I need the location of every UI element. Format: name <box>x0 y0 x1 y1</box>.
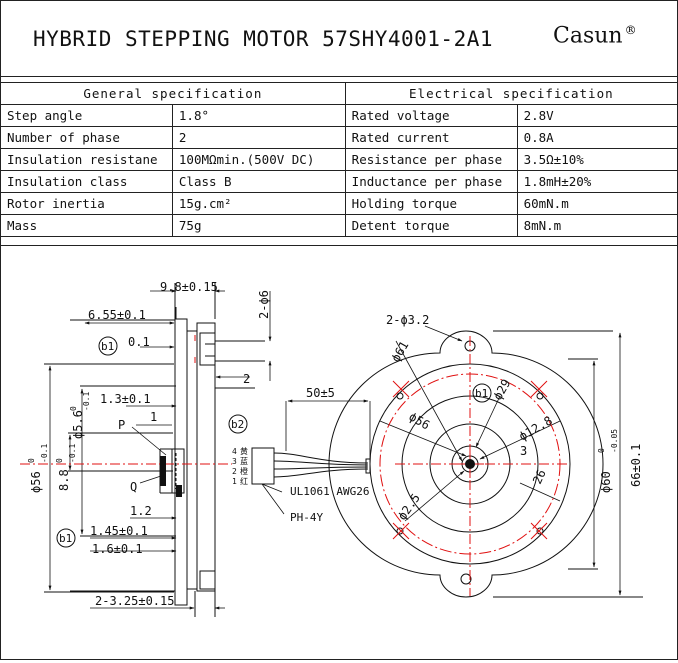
drawing-canvas: 9.8±0.15 2-ϕ6 6.55±0.1 b1 0.1 2 ϕ5.6 0 -… <box>20 280 643 617</box>
electrical-label: Inductance per phase <box>344 170 518 193</box>
dim-phi29: ϕ29 <box>490 377 513 403</box>
dim-phi5-6-tol-bot: -0.1 <box>82 392 91 411</box>
electrical-value: 0.8A <box>516 126 678 149</box>
electrical-label: Rated voltage <box>344 104 518 127</box>
general-label: Insulation class <box>0 170 173 193</box>
wire-number-4: 4 <box>232 447 237 456</box>
wire-number-1: 1 <box>232 477 237 486</box>
label-Q: Q <box>130 480 137 494</box>
wire-number-2: 2 <box>232 467 237 476</box>
dim-8-8-tol-bot: -0.1 <box>68 444 77 463</box>
electrical-spec-heading: Electrical specification <box>344 82 678 105</box>
balloon-b2: b2 <box>231 418 244 431</box>
spec-row: Step angle 1.8° Rated voltage 2.8V <box>0 104 678 127</box>
general-label: Rotor inertia <box>0 192 173 215</box>
dim-50: 50±5 <box>306 386 335 400</box>
dim-phi61: ϕ61 <box>388 339 411 365</box>
wire-color-orange: 橙 <box>240 466 248 476</box>
balloon-b1-front: b1 <box>475 387 488 400</box>
cable-label: UL1061 AWG26 <box>290 485 369 498</box>
dim-9-8: 9.8±0.15 <box>160 280 218 294</box>
wire-color-yellow: 黄 <box>240 446 248 456</box>
dim-2-phi3-2: 2-ϕ3.2 <box>386 313 429 327</box>
electrical-value: 1.8mH±20% <box>516 170 678 193</box>
dim-1-6: 1.6±0.1 <box>92 542 143 556</box>
spec-table: General specification Electrical specifi… <box>0 82 678 237</box>
dim-1: 1 <box>150 410 157 424</box>
dim-3: 3 <box>520 444 527 458</box>
electrical-value: 3.5Ω±10% <box>516 148 678 171</box>
dim-phi5-6: ϕ5.6 <box>71 410 85 439</box>
brand-name: Casun <box>553 23 623 49</box>
dim-phi2-5: ϕ2.5 <box>395 491 423 523</box>
spec-row: Rotor inertia 15g.cm² Holding torque 60m… <box>0 192 678 215</box>
dim-phi56-tol-bot: -0.1 <box>40 444 49 463</box>
spec-row: Insulation class Class B Inductance per … <box>0 170 678 193</box>
electrical-label: Resistance per phase <box>344 148 518 171</box>
electrical-label: Holding torque <box>344 192 518 215</box>
side-dimensions <box>48 289 272 610</box>
dim-phi56-tol-top: 0 <box>27 458 36 463</box>
spec-row: Number of phase 2 Rated current 0.8A <box>0 126 678 149</box>
dim-2-3-25: 2-3.25±0.15 <box>95 594 174 608</box>
front-view <box>328 325 643 598</box>
brand-logo: Casun® <box>553 23 637 48</box>
electrical-value: 8mN.m <box>516 214 678 237</box>
dim-phi60-tol-top: 0 <box>597 448 606 453</box>
dim-1-45: 1.45±0.1 <box>90 524 148 538</box>
electrical-value: 2.8V <box>516 104 678 127</box>
dim-1-3: 1.3±0.1 <box>100 392 151 406</box>
side-view <box>44 283 265 617</box>
dim-phi60-tol-bot: -0.05 <box>610 429 619 453</box>
general-value: 15g.cm² <box>171 192 346 215</box>
general-value: Class B <box>171 170 346 193</box>
wire-number-3: 3 <box>232 457 237 466</box>
wire-color-blue: 蓝 <box>240 456 248 466</box>
connector-label: PH-4Y <box>290 511 323 524</box>
wire-color-red: 红 <box>240 476 248 486</box>
dim-phi5-6-tol-top: 0 <box>69 406 78 411</box>
dim-0-1: 0.1 <box>128 335 150 349</box>
dim-26: 26 <box>530 467 549 486</box>
lead-wires <box>251 399 371 515</box>
spec-row: Mass 75g Detent torque 8mN.m <box>0 214 678 237</box>
dim-phi60: ϕ60 <box>599 471 613 493</box>
general-label: Mass <box>0 214 173 237</box>
dim-6-55: 6.55±0.1 <box>88 308 146 322</box>
technical-drawing: 9.8±0.15 2-ϕ6 6.55±0.1 b1 0.1 2 ϕ5.6 0 -… <box>0 245 678 661</box>
general-value: 100MΩmin.(500V DC) <box>171 148 346 171</box>
general-label: Insulation resistane <box>0 148 173 171</box>
electrical-label: Detent torque <box>344 214 518 237</box>
general-label: Number of phase <box>0 126 173 149</box>
balloon-b1-lower: b1 <box>59 532 72 545</box>
title-block: HYBRID STEPPING MOTOR 57SHY4001-2A1 Casu… <box>1 1 677 77</box>
dim-1-2: 1.2 <box>130 504 152 518</box>
balloon-b1: b1 <box>101 340 114 353</box>
product-title: HYBRID STEPPING MOTOR 57SHY4001-2A1 <box>33 27 494 51</box>
general-value: 75g <box>171 214 346 237</box>
dim-phi56: ϕ56 <box>29 471 43 493</box>
dim-66: 66±0.1 <box>629 444 643 487</box>
spec-table-header: General specification Electrical specifi… <box>0 82 678 105</box>
dim-2-phi6: 2-ϕ6 <box>257 290 271 319</box>
dim-phi12-8: ϕ12.8 <box>517 413 555 443</box>
registered-mark: ® <box>624 23 637 37</box>
general-label: Step angle <box>0 104 173 127</box>
dim-phi56-front: ϕ56 <box>407 409 433 432</box>
label-P: P <box>118 418 125 432</box>
general-value: 2 <box>171 126 346 149</box>
dim-8-8: 8.8 <box>57 469 71 491</box>
general-spec-heading: General specification <box>0 82 346 105</box>
electrical-value: 60mN.m <box>516 192 678 215</box>
spec-row: Insulation resistane 100MΩmin.(500V DC) … <box>0 148 678 171</box>
general-value: 1.8° <box>171 104 346 127</box>
dim-2: 2 <box>243 372 250 386</box>
dim-8-8-tol-top: 0 <box>55 458 64 463</box>
electrical-label: Rated current <box>344 126 518 149</box>
